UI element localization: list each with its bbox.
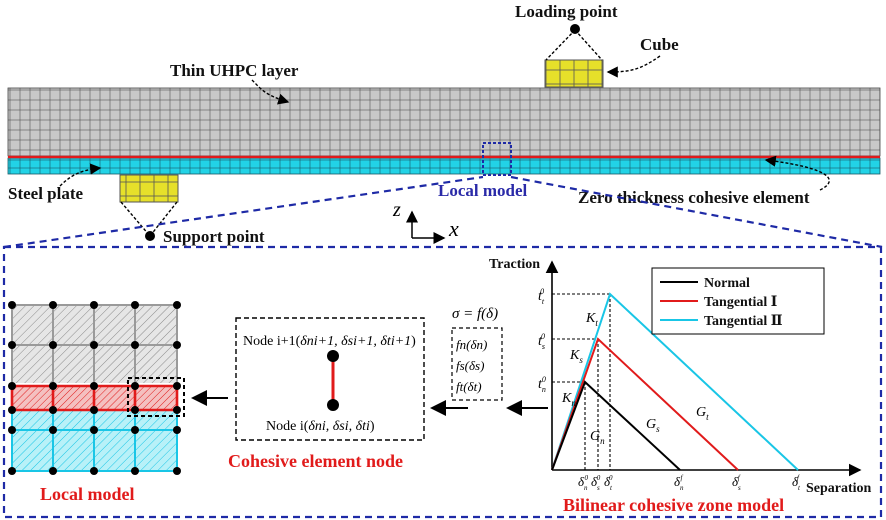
local-model-bottom-label: Local model (40, 484, 135, 504)
legend-tangential-2: Tangential Ⅱ (704, 314, 783, 329)
traction-axis-label: Traction (489, 257, 540, 272)
node-box (235, 317, 425, 441)
cube-label: Cube (640, 35, 679, 54)
fn-label: fn(δn) (456, 337, 487, 352)
steel-plate (7, 157, 881, 175)
local-model-mesh (8, 301, 185, 475)
g-n-label: Gn (590, 429, 605, 446)
uhpc-layer (7, 87, 881, 157)
delta0-n-label: δn0 (578, 474, 589, 492)
deltaf-t-label: δtf (792, 474, 801, 492)
chart-legend: Normal Tangential Ⅰ Tangential Ⅱ (651, 267, 825, 335)
t-s0-label: ts0 (538, 332, 545, 351)
ft-label: ft(δt) (456, 379, 482, 394)
separation-axis-label: Separation (806, 481, 872, 496)
fs-label: fs(δs) (456, 358, 484, 373)
deltaf-s-label: δsf (732, 474, 741, 492)
bilinear-model-label: Bilinear cohesive zone model (563, 495, 784, 515)
axis-z-label: z (392, 199, 401, 221)
cube-leader (606, 55, 661, 78)
cohesive-node-label: Cohesive element node (228, 451, 403, 471)
node-top-label: Node i+1(δni+1, δsi+1, δti+1) (243, 334, 416, 349)
node-top-dot (327, 350, 339, 362)
zero-thickness-label: Zero thickness cohesive element (578, 188, 810, 207)
axes-indicator: z x (392, 199, 459, 244)
k-n-label: Kn (561, 391, 576, 408)
node-bottom-dot (327, 399, 339, 411)
loading-point-dot (570, 24, 580, 34)
k-t-label: Kt (585, 311, 598, 328)
g-t-label: Gt (696, 405, 709, 422)
axis-x-label: x (448, 216, 459, 241)
curve-tangential-2 (551, 292, 799, 471)
support-point-dot (145, 231, 155, 241)
steel-plate-label: Steel plate (8, 184, 84, 203)
zero-thickness-leader (764, 155, 830, 191)
t-n0-label: tn0 (538, 375, 546, 394)
thin-uhpc-leader (251, 79, 290, 105)
f-box (451, 327, 503, 401)
detail-frame (2, 175, 883, 519)
cohesive-law-chart: Traction Separation tt0 ts0 tn0 Kt Ks Kn… (489, 257, 872, 496)
k-s-label: Ks (569, 348, 583, 365)
support-point-label: Support point (163, 227, 265, 246)
beam-model (7, 87, 881, 176)
mesh-nodes (8, 301, 181, 475)
loading-cube (544, 24, 604, 88)
t-t0-label: tt0 (538, 287, 545, 306)
steel-plate-leader (59, 163, 102, 187)
sigma-equation: σ = f(δ) (452, 306, 498, 322)
loading-point-label: Loading point (515, 2, 618, 21)
delta0-t-label: δt0 (604, 474, 613, 492)
node-bottom-label: Node i(δni, δsi, δti) (266, 419, 375, 434)
legend-tangential-1: Tangential Ⅰ (704, 295, 777, 310)
local-model-top-label: Local model (438, 181, 528, 200)
thin-uhpc-label: Thin UHPC layer (170, 61, 299, 80)
support-cube (119, 174, 179, 241)
delta0-s-label: δs0 (591, 474, 601, 492)
legend-normal: Normal (704, 276, 750, 291)
selected-cohesive-box (127, 377, 185, 417)
g-s-label: Gs (646, 417, 660, 434)
deltaf-n-label: δnf (674, 474, 684, 492)
curve-normal (551, 380, 681, 471)
